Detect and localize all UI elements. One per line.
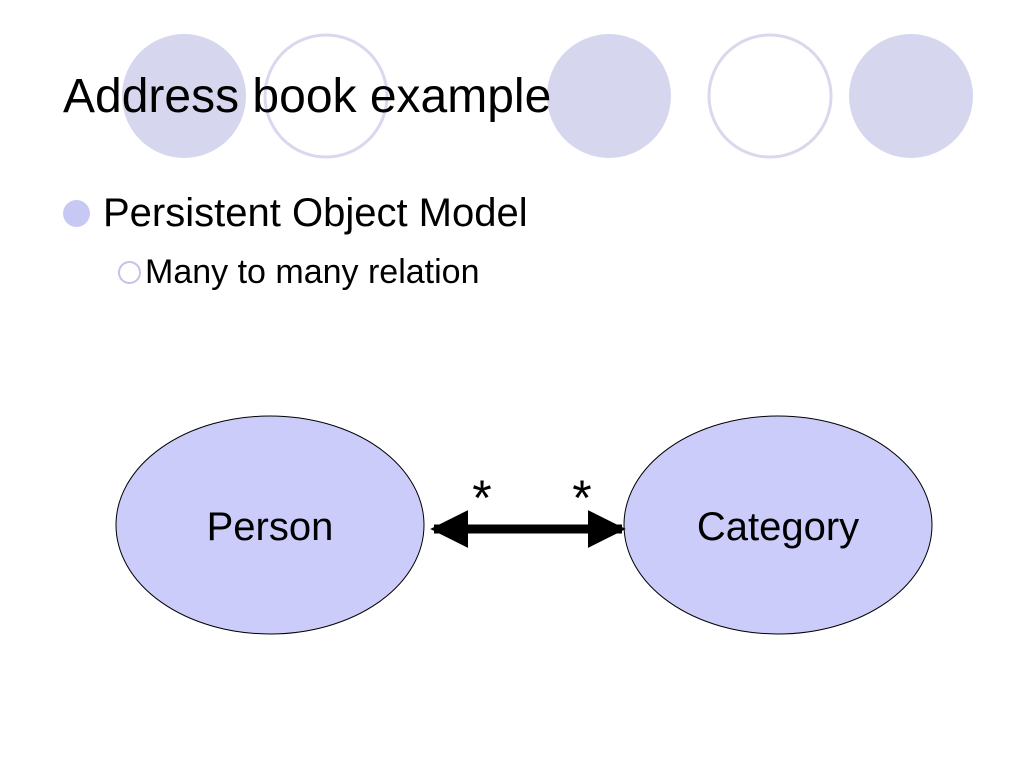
node-category-label: Category [697, 505, 859, 549]
multiplicity-category: * [572, 470, 591, 526]
node-person-label: Person [207, 505, 334, 549]
deco-circle-5 [849, 34, 973, 158]
deco-circle-4 [707, 33, 833, 159]
multiplicity-person: * [472, 470, 491, 526]
deco-circle-1 [122, 34, 246, 158]
node-person-shape [115, 415, 425, 635]
node-category: Category [623, 415, 933, 635]
deco-circle-3 [547, 34, 671, 158]
deco-circle-2 [263, 33, 389, 159]
slide-title: Address book example [63, 70, 552, 123]
node-person: Person [115, 415, 425, 635]
